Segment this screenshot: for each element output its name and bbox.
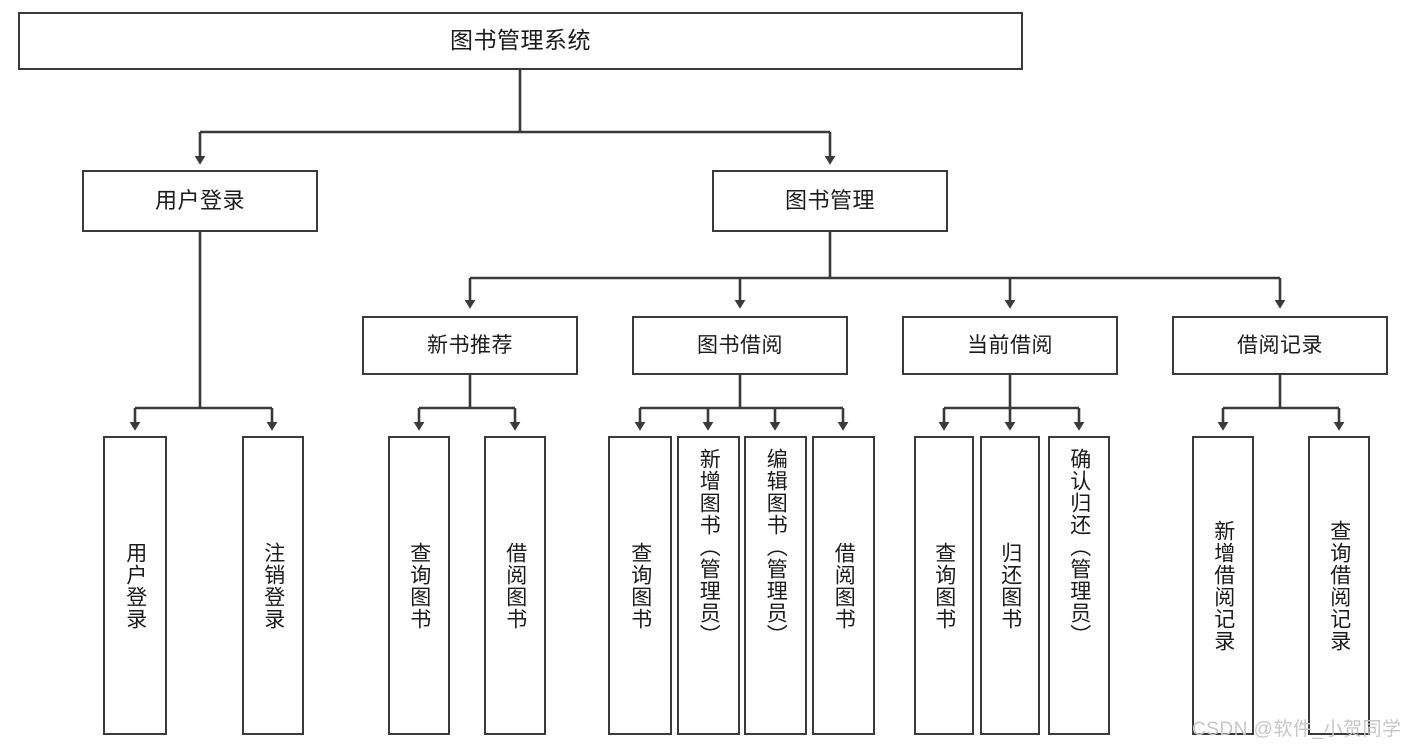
node-label: 注销登录 [261, 541, 285, 630]
node-label: 借阅图书 [832, 541, 856, 630]
node-leaf-query-book-3[interactable]: 查询图书 [914, 436, 974, 735]
node-label: 查询图书 [628, 541, 652, 630]
node-leaf-user-login[interactable]: 用户登录 [103, 436, 167, 735]
node-new-book-recommend[interactable]: 新书推荐 [362, 316, 578, 375]
node-label: 确认归还（管理员） [1067, 448, 1091, 646]
node-label: 借阅记录 [1237, 333, 1323, 357]
node-label: 图书管理系统 [450, 27, 591, 54]
node-leaf-add-borrow-record[interactable]: 新增借阅记录 [1192, 436, 1254, 735]
node-label: 查询借阅记录 [1327, 519, 1351, 652]
node-leaf-add-book-admin[interactable]: 新增图书（管理员） [677, 436, 740, 735]
node-leaf-return-book[interactable]: 归还图书 [980, 436, 1040, 735]
node-label: 归还图书 [998, 541, 1022, 630]
node-leaf-borrow-book-2[interactable]: 借阅图书 [812, 436, 875, 735]
node-label: 编辑图书（管理员） [764, 448, 788, 646]
node-book-borrow[interactable]: 图书借阅 [632, 316, 848, 375]
node-label: 查询图书 [407, 541, 431, 630]
node-label: 图书借阅 [697, 333, 783, 357]
node-leaf-query-borrow-record[interactable]: 查询借阅记录 [1308, 436, 1370, 735]
node-leaf-borrow-book-1[interactable]: 借阅图书 [484, 436, 546, 735]
node-leaf-query-book-2[interactable]: 查询图书 [608, 436, 672, 735]
node-leaf-edit-book-admin[interactable]: 编辑图书（管理员） [744, 436, 807, 735]
node-label: 借阅图书 [503, 541, 527, 630]
node-label: 新增借阅记录 [1211, 519, 1235, 652]
node-system-root[interactable]: 图书管理系统 [18, 12, 1023, 70]
node-label: 用户登录 [154, 187, 245, 213]
node-leaf-confirm-return-admin[interactable]: 确认归还（管理员） [1048, 436, 1110, 735]
node-label: 新增图书（管理员） [697, 448, 721, 646]
node-label: 图书管理 [784, 187, 875, 213]
node-label: 新书推荐 [427, 333, 513, 357]
csdn-watermark: CSDN @软件_小贺同学 [1192, 719, 1402, 740]
node-book-management[interactable]: 图书管理 [712, 170, 948, 232]
node-label: 用户登录 [123, 541, 147, 630]
node-current-borrow[interactable]: 当前借阅 [902, 316, 1118, 375]
node-leaf-logout[interactable]: 注销登录 [242, 436, 304, 735]
node-leaf-query-book-1[interactable]: 查询图书 [388, 436, 450, 735]
node-label: 当前借阅 [967, 333, 1053, 357]
node-borrow-record[interactable]: 借阅记录 [1172, 316, 1388, 375]
node-label: 查询图书 [932, 541, 956, 630]
node-user-login[interactable]: 用户登录 [82, 170, 318, 232]
